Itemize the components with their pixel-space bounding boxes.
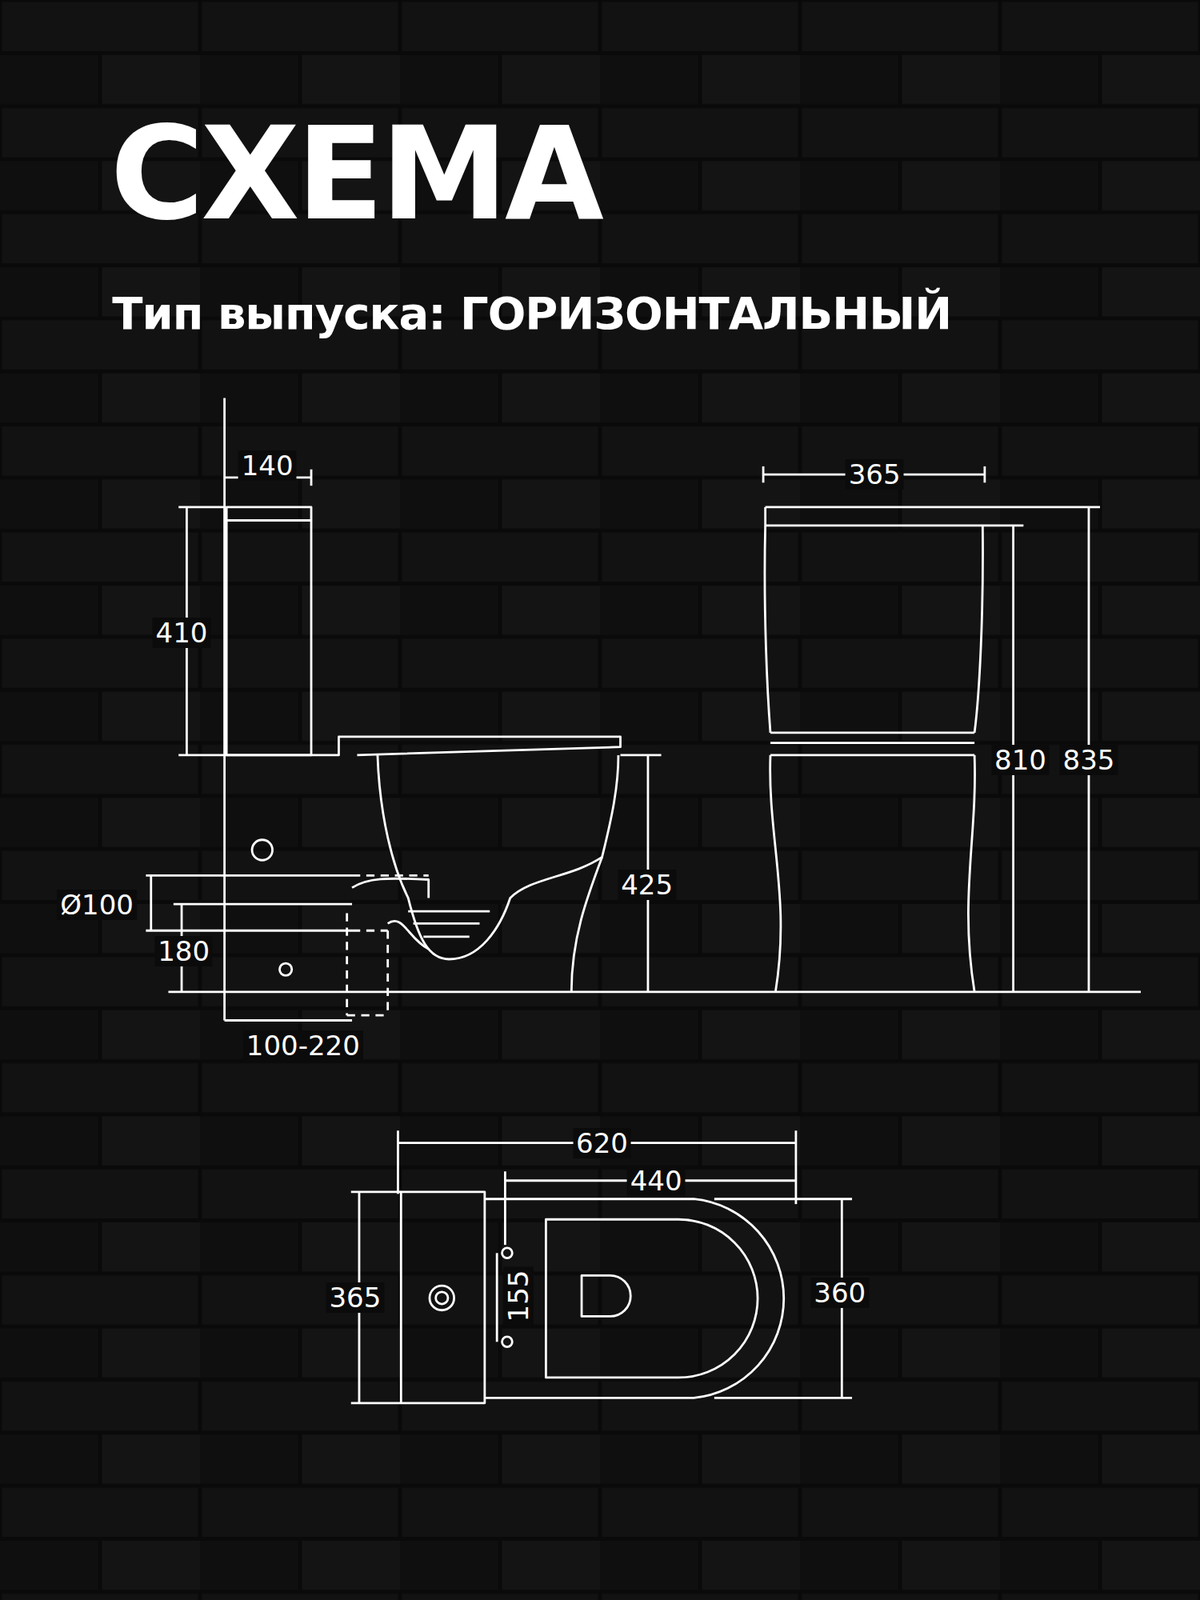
dimension: 365 (845, 459, 904, 490)
dimension: 425 (617, 869, 676, 900)
dimension: Ø100 (56, 889, 137, 920)
dimension: 100-220 (243, 1030, 364, 1061)
dimension: 140 (238, 450, 297, 481)
dimension: 155 (503, 1266, 534, 1325)
dimension: 360 (810, 1277, 869, 1308)
title: СХЕМА (110, 110, 601, 239)
dimension: 810 (991, 744, 1050, 776)
outlet-type: Тип выпуска: ГОРИЗОНТАЛЬНЫЙ (112, 291, 952, 336)
dimension: 365 (325, 1282, 384, 1313)
dimension: 835 (1060, 744, 1119, 776)
dimension: 180 (154, 936, 213, 967)
dimension: 410 (152, 617, 212, 648)
dimension: 440 (627, 1165, 686, 1196)
dimension: 620 (572, 1128, 632, 1159)
